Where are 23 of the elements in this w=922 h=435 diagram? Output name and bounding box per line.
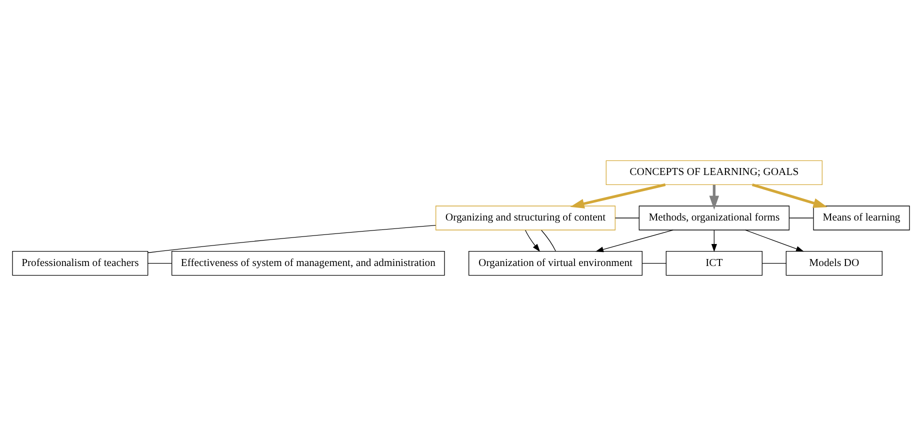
arrow <box>570 182 666 208</box>
connector <box>762 262 786 264</box>
arrow <box>525 229 540 252</box>
arrow <box>709 184 720 210</box>
connector <box>788 217 814 218</box>
node-box: Means of learning <box>813 205 910 230</box>
node-box: Organization of virtual environment <box>468 250 642 276</box>
connector <box>148 262 172 264</box>
node-box: Effectiveness of system of management, and administration <box>172 250 445 276</box>
connector <box>642 262 666 264</box>
connector <box>614 217 640 218</box>
node-box: Organizing and structuring of content <box>436 205 616 230</box>
node-box: Methods, organizational forms <box>638 205 790 230</box>
connector <box>148 224 436 253</box>
node-box: ICT <box>666 250 762 276</box>
arrow <box>745 229 804 252</box>
connector <box>541 229 556 251</box>
arrow <box>752 182 828 208</box>
arrow <box>595 229 674 252</box>
node-box: CONCEPTS OF LEARNING; GOALS <box>606 160 822 184</box>
node-box: Models DO <box>786 250 882 276</box>
node-box: Professionalism of teachers <box>12 250 148 276</box>
arrow <box>711 229 717 252</box>
